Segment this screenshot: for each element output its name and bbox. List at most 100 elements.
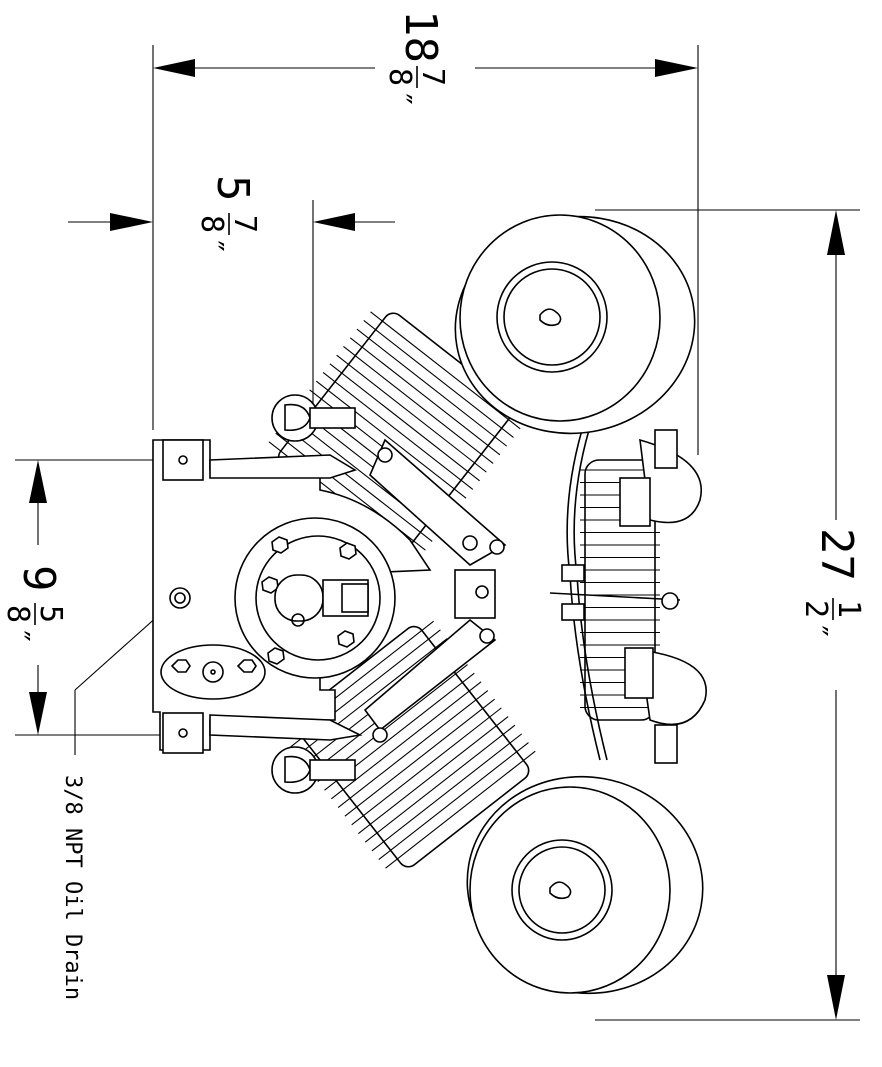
air-cleaner-ring [511, 839, 613, 941]
hub-ring [255, 535, 381, 661]
fin [385, 750, 536, 869]
oil-line [549, 419, 681, 761]
lower-cylinder [283, 620, 536, 869]
inch-mark: ″ [0, 627, 35, 645]
arrowhead [655, 59, 698, 77]
fin [371, 733, 523, 852]
tube-nut [377, 447, 393, 463]
mount-offset-dimension: 5 7 8 ″ [68, 175, 395, 560]
dimension-denominator: 2 [798, 600, 833, 618]
hub-center-mark [291, 613, 305, 627]
strut [209, 714, 363, 741]
arrowhead [313, 213, 355, 231]
fin [349, 337, 501, 456]
fin [329, 363, 480, 482]
mount-spacing-dimension: 9 5 8 ″ [0, 459, 175, 736]
dimension-whole: 5 [207, 175, 258, 202]
fin [351, 707, 502, 826]
inch-mark: ″ [382, 90, 417, 108]
fin [336, 354, 487, 473]
prop-hub [234, 517, 396, 679]
tube-nut [479, 628, 495, 644]
fitting-nut [341, 583, 369, 613]
dimension-denominator: 8 [194, 215, 229, 233]
wing-nut-icon [539, 308, 562, 327]
spark-plug-boss [619, 477, 651, 527]
dimension-whole: 27 [811, 528, 862, 581]
overall-width-label: 27 1 2 ″ [798, 528, 866, 640]
fin [363, 320, 514, 438]
distributor-rod [549, 592, 681, 601]
fin [322, 372, 474, 490]
oil-drain-callout: 3/8 NPT Oil Drain [60, 597, 179, 1000]
oil-drain-plug [169, 587, 191, 609]
lower-air-cleaner [466, 775, 704, 995]
oil-pump-port [210, 669, 216, 675]
tube-nut [462, 535, 478, 551]
mount-hole [178, 455, 188, 465]
center-bracket [454, 569, 496, 619]
upper-intake [271, 394, 356, 442]
middle-cylinder [580, 429, 707, 764]
fin [331, 681, 482, 800]
bracket [454, 569, 496, 619]
intake-fitting [309, 407, 356, 429]
tube-nut [489, 539, 505, 555]
dimension-numerator: 1 [831, 600, 866, 618]
inch-mark: ″ [798, 622, 833, 640]
hub-bolt [337, 630, 355, 648]
hub-bolt [271, 536, 289, 554]
lower-intake [271, 746, 356, 794]
oil-line-fitting [561, 564, 585, 582]
air-cleaner-ring-inner [503, 268, 601, 366]
spark-plug-boss [624, 647, 654, 699]
fin [343, 346, 494, 464]
lower-pushrod-tubes [363, 618, 497, 743]
overall-height-label: 18 7 8 ″ [382, 10, 450, 108]
mount-spacing-label: 9 5 8 ″ [0, 565, 68, 645]
pushrod-tube [363, 618, 497, 732]
fin [337, 690, 489, 808]
wing-nut-icon [549, 881, 572, 900]
oil-drain-label: 3/8 NPT Oil Drain [60, 775, 85, 1000]
dimension-numerator: 7 [227, 215, 262, 233]
bracket-bolt [475, 585, 489, 599]
dimension-denominator: 8 [0, 605, 35, 623]
hub-bolt [267, 647, 285, 665]
dimension-whole: 9 [13, 565, 64, 592]
air-cleaner-ring-inner [518, 846, 606, 934]
cylinder-block [292, 625, 530, 868]
strut [209, 454, 357, 479]
overall-width-dimension: 27 1 2 ″ [595, 209, 866, 1021]
dimension-numerator: 5 [33, 605, 68, 623]
tube-nut [372, 727, 388, 743]
fin [358, 716, 509, 834]
fin [316, 380, 467, 499]
oil-pump-center [202, 661, 224, 683]
dimension-denominator: 8 [382, 68, 417, 86]
oil-line-fitting [561, 603, 585, 621]
arrowhead [110, 213, 153, 231]
arrowhead [29, 692, 47, 735]
inch-mark: ″ [194, 237, 229, 255]
dimension-whole: 18 [395, 10, 446, 63]
intake-fitting [309, 759, 356, 781]
oil-drain-plug-core [174, 592, 186, 604]
oil-pump-flange [160, 644, 266, 700]
arrowhead [827, 210, 845, 255]
air-cleaner-ring [496, 261, 608, 373]
hex-bolt [170, 659, 191, 673]
fin [356, 328, 508, 447]
hex-bolt [236, 659, 257, 673]
overall-height-dimension: 18 7 8 ″ [152, 10, 699, 455]
arrowhead [29, 460, 47, 503]
upper-pushrod-tubes [369, 438, 507, 566]
rod-end [661, 592, 679, 610]
engine-drawing [152, 214, 707, 995]
dimension-numerator: 7 [415, 68, 450, 86]
mount-hole [178, 728, 188, 738]
spark-plug [654, 724, 678, 764]
mount-ear-bottom [162, 712, 204, 754]
